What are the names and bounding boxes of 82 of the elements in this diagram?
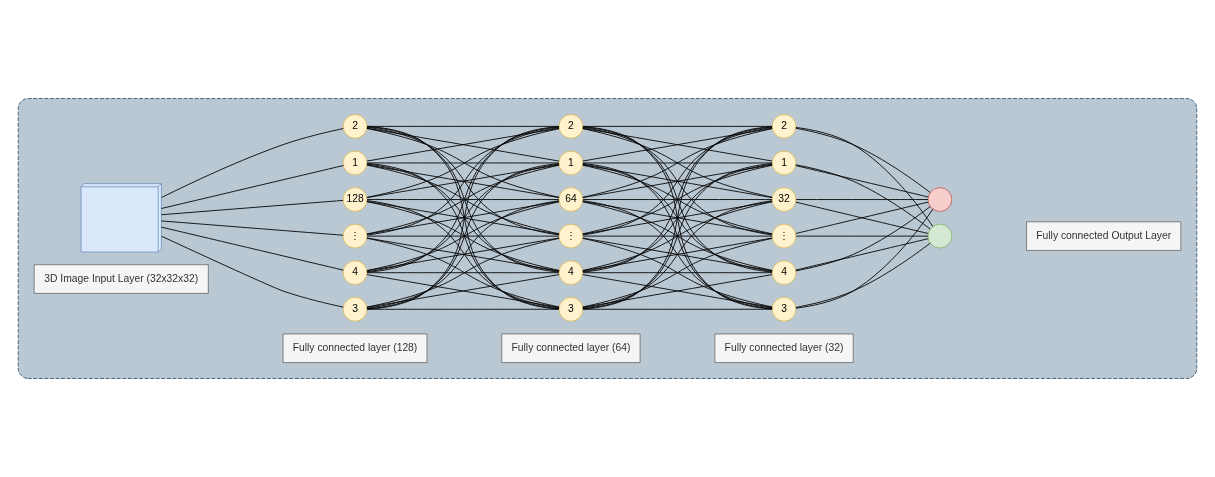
connector: [366, 127, 560, 162]
node-circle: 1: [342, 150, 368, 176]
connector: [366, 126, 560, 273]
connector: [582, 127, 773, 162]
connector: [582, 308, 773, 310]
node-circle: 1: [558, 150, 584, 176]
node-circle: 1: [771, 150, 797, 176]
node-circle: 2: [342, 114, 368, 139]
connector: [366, 274, 560, 308]
connector: [795, 206, 931, 272]
connector: [366, 127, 560, 236]
connector: [582, 201, 773, 235]
connector: [160, 220, 344, 236]
node-circle: 4: [558, 260, 584, 285]
connector: [582, 272, 773, 274]
connector: [582, 274, 773, 308]
connector: [366, 308, 560, 310]
connector: [795, 165, 929, 198]
connector: [582, 126, 773, 310]
connector: [366, 128, 560, 198]
node-circle: 32: [771, 187, 797, 212]
connector: [582, 164, 773, 235]
connector: [366, 164, 560, 235]
connector: [160, 165, 344, 209]
connector: [582, 126, 773, 273]
cluster: [17, 98, 1198, 379]
connector: [366, 235, 560, 237]
node-box: Fully connected layer (128): [282, 333, 428, 363]
node-box: 3D Image Input Layer (32x32x32): [33, 264, 209, 294]
connector: [795, 235, 929, 237]
connector: [582, 128, 773, 198]
connector: [582, 200, 773, 309]
connector: [582, 201, 773, 271]
connector: [366, 126, 560, 310]
connector: [582, 162, 773, 164]
node-circle: 2: [558, 114, 584, 139]
connector: [582, 163, 773, 272]
connector: [366, 163, 560, 310]
connector: [160, 200, 344, 216]
connector: [795, 127, 934, 227]
node-circle: 4: [771, 260, 797, 285]
connector: [366, 201, 560, 235]
connector: [582, 199, 773, 200]
connector: [582, 127, 773, 236]
node-circle: ⋮: [558, 223, 584, 249]
node-circle: 128: [342, 187, 368, 212]
node-box: Fully connected layer (64): [501, 333, 641, 363]
connector: [366, 162, 560, 164]
connector: [582, 237, 773, 272]
connector: [795, 208, 934, 309]
connector: [366, 237, 560, 272]
connector: [795, 164, 931, 230]
node-circle: 3: [558, 296, 584, 322]
connector: [795, 242, 931, 308]
connector: [366, 164, 560, 199]
node-circle: 4: [342, 260, 368, 285]
connector: [161, 128, 344, 198]
connector: [795, 238, 929, 271]
node-circle: ⋮: [771, 223, 797, 249]
connector: [582, 235, 773, 237]
connector: [582, 163, 773, 310]
connector: [366, 201, 560, 271]
connector: [582, 237, 773, 308]
node-circle: 3: [342, 296, 368, 322]
connector: [366, 200, 560, 309]
connector: [795, 127, 931, 193]
node-circle: 64: [558, 187, 584, 212]
connector: [582, 164, 773, 199]
connector: [366, 237, 560, 308]
node-box: Fully connected layer (32): [714, 333, 854, 363]
node-circle: 2: [771, 114, 797, 139]
connector: [795, 199, 929, 200]
node-circle: ⋮: [342, 223, 368, 249]
node-circle: [927, 223, 953, 249]
connector: [366, 272, 560, 274]
connector: [161, 235, 344, 308]
node-circle: [927, 187, 953, 212]
connector: [366, 199, 560, 200]
node-box: Fully connected Output Layer: [1026, 221, 1182, 251]
connector: [795, 201, 929, 234]
connector: [160, 226, 344, 271]
node-circle: 3: [771, 296, 797, 322]
